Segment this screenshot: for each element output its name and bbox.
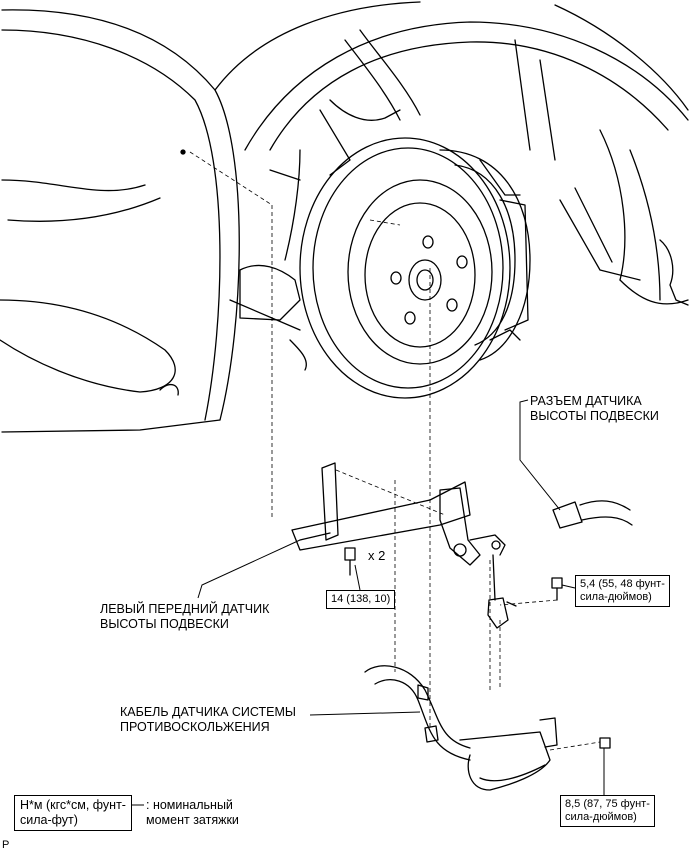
leader-lines [132,399,605,806]
height-sensor-connector-label: РАЗЪЕМ ДАТЧИКА ВЫСОТЫ ПОДВЕСКИ [530,394,659,423]
torque-spec-cable-bolt: 8,5 (87, 75 фунт- сила-дюймов) [560,795,655,827]
wheel-arch [214,1,689,306]
strut-assembly [229,29,421,371]
legend-description: : номинальный момент затяжки [146,798,239,827]
torque-spec-sensor-nut: 5,4 (55, 48 фунт- сила-дюймов) [575,575,670,607]
brake-caliper [439,149,531,361]
disc-rotor [299,137,511,399]
sensor-connector [552,500,633,529]
assembly-lines [189,151,601,751]
legend-unit-box: Н*м (кгс*см, фунт- сила-фут) [14,795,132,831]
quantity-label: x 2 [368,548,386,563]
footer-code: P [2,839,10,851]
left-front-height-sensor-label: ЛЕВЫЙ ПЕРЕДНИЙ ДАТЧИК ВЫСОТЫ ПОДВЕСКИ [100,602,270,631]
abs-sensor-cable-label: КАБЕЛЬ ДАТЧИКА СИСТЕМЫ ПРОТИВОСКОЛЬЖЕНИЯ [120,705,296,734]
vehicle-body [0,9,240,433]
abs-sensor-cable [364,665,611,791]
torque-spec-bracket-bolt: 14 (138, 10) [326,590,396,609]
